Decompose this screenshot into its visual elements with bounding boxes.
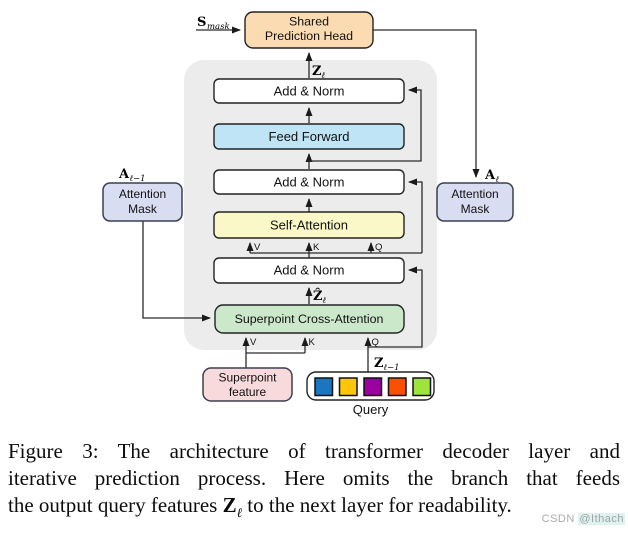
add-norm-2-box: [213, 169, 405, 195]
zhat-math-sub: ℓ: [323, 296, 327, 306]
add-norm-2-label: Add & Norm: [274, 175, 345, 190]
caption-line-1: Figure 3: The architecture of transforme…: [8, 439, 620, 463]
caption-math-sub: ℓ: [236, 505, 243, 521]
self-attention-box: [213, 211, 405, 239]
caption-line-3-tail: to the next layer for readability.: [242, 493, 512, 517]
caption-line-3-text: the output query features: [8, 493, 223, 517]
caption-line-2: iterative prediction process. Here omits…: [8, 466, 620, 490]
zprev-math-main: Z: [374, 356, 384, 371]
zhat-math-main: Ẑ: [313, 288, 323, 304]
sph-to-right-mask-arrow: [373, 29, 480, 178]
crossattn-q-label: Q: [372, 337, 379, 348]
zprev-math-sub: ℓ−1: [384, 363, 400, 373]
watermark-site: CSDN: [541, 513, 579, 525]
query-token-swatch: [363, 377, 383, 397]
caption-math-z: Z: [222, 493, 237, 517]
query-token-swatch: [387, 377, 407, 397]
superpoint-cross-attention-box: [214, 304, 405, 334]
attention-mask-right-label-line1: Attention: [451, 187, 498, 201]
feed-forward-label: Feed Forward: [269, 129, 350, 144]
shared-prediction-head-label-line2: Prediction Head: [265, 29, 353, 43]
attention-mask-left-label-line1: Attention: [119, 187, 166, 201]
zl-math-main: Z: [312, 64, 322, 79]
aprev-math-sub: ℓ−1: [130, 174, 146, 184]
shared-prediction-head-label-line1: Shared: [289, 15, 329, 29]
attention-mask-right-label-line2: Mask: [461, 202, 491, 216]
query-token-swatch: [314, 377, 334, 397]
figure-diagram: Shared Prediction Head Add & Norm Feed F…: [102, 11, 514, 417]
selfattn-v-label: V: [254, 242, 261, 253]
selfattn-q-label: Q: [375, 242, 382, 253]
csdn-watermark: CSDN @Ithach: [542, 513, 625, 525]
attention-mask-left-label-line2: Mask: [128, 202, 158, 216]
superpoint-cross-attention-label: Superpoint Cross-Attention: [235, 312, 384, 326]
figure-caption: Figure 3: The architecture of transforme…: [8, 438, 620, 526]
acur-math-main: A: [484, 168, 496, 183]
attention-mask-left-box: [102, 182, 183, 222]
smask-math-sub: mask: [207, 22, 230, 32]
superpoint-feature-label-line2: feature: [229, 385, 267, 399]
residual-to-addnorm1: [309, 86, 422, 162]
watermark-handle: @Ithach: [578, 513, 625, 525]
query-label: Query: [353, 402, 389, 417]
query-token-swatch: [338, 377, 358, 397]
acur-math-sub: ℓ: [496, 175, 500, 185]
zl-math-sub: ℓ: [322, 71, 326, 81]
crossattn-k-label: K: [309, 337, 316, 348]
residual-to-addnorm2: [408, 178, 423, 253]
crossattn-v-label: V: [250, 337, 257, 348]
selfattn-k-label: K: [313, 242, 320, 253]
superpoint-feature-box: [202, 367, 293, 402]
shared-prediction-head-box: [244, 11, 374, 49]
add-norm-3-box: [213, 257, 405, 284]
attention-mask-right-box: [436, 182, 514, 222]
superpoint-feature-label-line1: Superpoint: [218, 371, 277, 385]
residual-to-addnorm3: [368, 266, 423, 348]
add-norm-3-label: Add & Norm: [274, 263, 345, 278]
self-attention-label: Self-Attention: [270, 218, 348, 233]
aprev-math-main: A: [118, 167, 130, 182]
feed-forward-box: [213, 123, 405, 150]
add-norm-1-box: [213, 78, 405, 104]
query-token-swatch: [412, 377, 432, 397]
add-norm-1-label: Add & Norm: [274, 84, 345, 99]
leftmask-to-crossattn-arrow: [142, 221, 211, 322]
caption-line-3: the output query features Zℓ to the next…: [8, 492, 620, 526]
smask-math-main: S: [197, 15, 206, 30]
